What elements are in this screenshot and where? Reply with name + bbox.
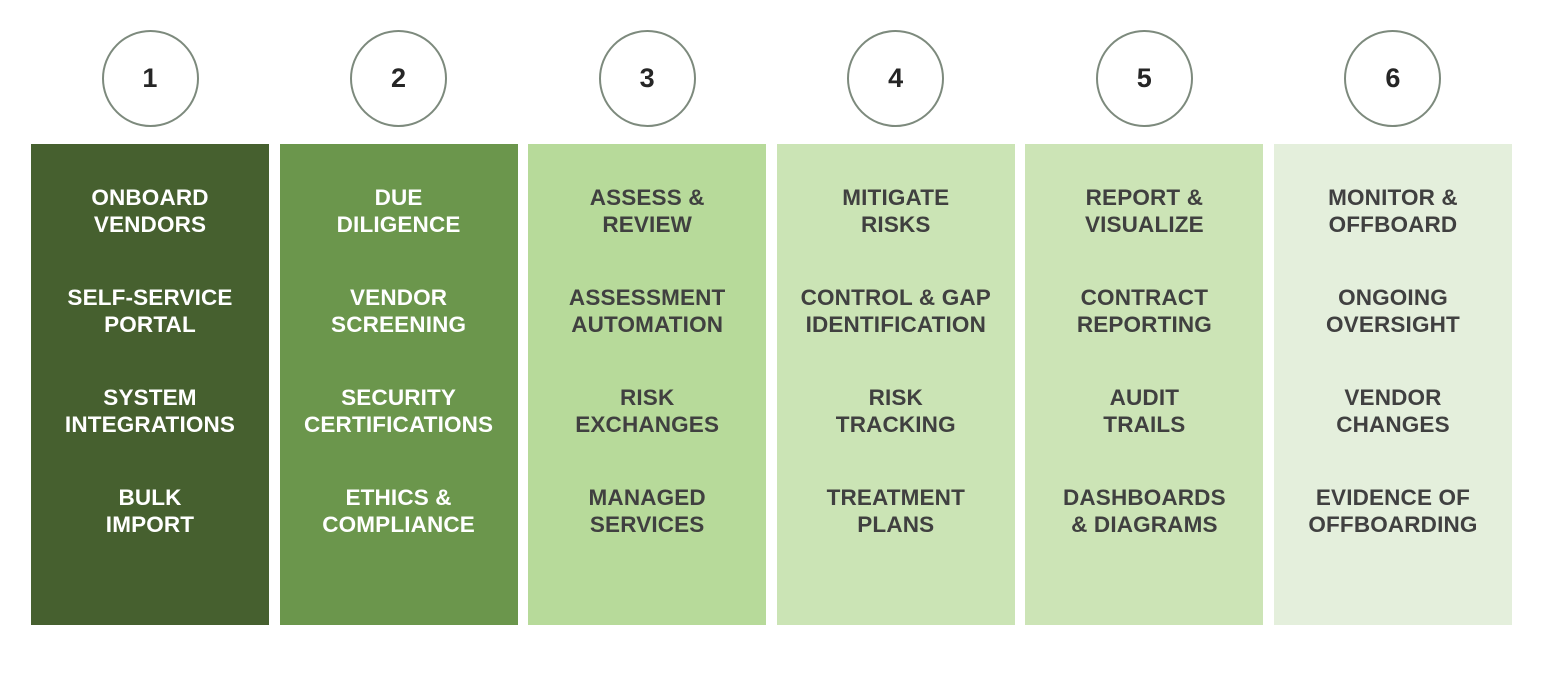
stage-item-4-3: TREATMENT PLANS bbox=[826, 484, 965, 538]
stage-column-6[interactable]: 6 MONITOR & OFFBOARD ONGOING OVERSIGHT V… bbox=[1273, 0, 1512, 625]
stage-item-6-1: ONGOING OVERSIGHT bbox=[1326, 284, 1460, 338]
step-circle-1[interactable]: 1 bbox=[101, 30, 199, 127]
stage-item-3-1: ASSESSMENT AUTOMATION bbox=[568, 284, 726, 338]
step-number-6: 6 bbox=[1385, 63, 1401, 93]
stage-card-3[interactable]: ASSESS & REVIEW ASSESSMENT AUTOMATION RI… bbox=[528, 144, 767, 625]
step-circle-3[interactable]: 3 bbox=[598, 30, 696, 127]
stage-column-4[interactable]: 4 MITIGATE RISKS CONTROL & GAP IDENTIFIC… bbox=[776, 0, 1015, 625]
step-number-2: 2 bbox=[390, 63, 407, 93]
stage-item-3-2: RISK EXCHANGES bbox=[575, 384, 720, 438]
stage-item-5-3: DASHBOARDS & DIAGRAMS bbox=[1062, 484, 1226, 538]
stage-card-4[interactable]: MITIGATE RISKS CONTROL & GAP IDENTIFICAT… bbox=[776, 144, 1015, 625]
step-circle-2[interactable]: 2 bbox=[350, 30, 448, 127]
step-number-4: 4 bbox=[888, 63, 904, 93]
stage-card-1[interactable]: ONBOARD VENDORS SELF-SERVICE PORTAL SYST… bbox=[31, 144, 269, 625]
stage-item-6-3: EVIDENCE OF OFFBOARDING bbox=[1308, 484, 1478, 538]
stage-title-3: ASSESS & REVIEW bbox=[589, 185, 705, 238]
stage-title-6: MONITOR & OFFBOARD bbox=[1328, 185, 1458, 238]
stage-card-2[interactable]: DUE DILIGENCE VENDOR SCREENING SECURITY … bbox=[279, 144, 518, 625]
step-circle-4[interactable]: 4 bbox=[847, 30, 945, 127]
stage-card-6[interactable]: MONITOR & OFFBOARD ONGOING OVERSIGHT VEN… bbox=[1273, 144, 1512, 625]
step-circle-6[interactable]: 6 bbox=[1344, 30, 1442, 127]
stage-item-1-2: SYSTEM INTEGRATIONS bbox=[64, 384, 236, 438]
stage-title-4: MITIGATE RISKS bbox=[842, 185, 950, 238]
stage-item-3-3: MANAGED SERVICES bbox=[588, 484, 706, 538]
stage-card-5[interactable]: REPORT & VISUALIZE CONTRACT REPORTING AU… bbox=[1025, 144, 1264, 625]
stage-title-5: REPORT & VISUALIZE bbox=[1084, 185, 1204, 238]
stage-item-5-2: AUDIT TRAILS bbox=[1103, 384, 1186, 438]
step-number-5: 5 bbox=[1136, 63, 1152, 93]
stage-item-2-3: ETHICS & COMPLIANCE bbox=[322, 484, 475, 538]
step-circle-5[interactable]: 5 bbox=[1095, 30, 1193, 127]
stage-column-3[interactable]: 3 ASSESS & REVIEW ASSESSMENT AUTOMATION … bbox=[528, 0, 767, 625]
stage-item-2-2: SECURITY CERTIFICATIONS bbox=[304, 384, 494, 438]
stage-item-4-2: RISK TRACKING bbox=[835, 384, 956, 438]
stage-column-1[interactable]: 1 ONBOARD VENDORS SELF-SERVICE PORTAL SY… bbox=[31, 0, 269, 625]
step-number-3: 3 bbox=[639, 63, 655, 93]
stage-item-1-1: SELF-SERVICE PORTAL bbox=[67, 284, 233, 338]
step-number-1: 1 bbox=[142, 63, 158, 93]
stage-item-5-1: CONTRACT REPORTING bbox=[1076, 284, 1212, 338]
stage-column-2[interactable]: 2 DUE DILIGENCE VENDOR SCREENING SECURIT… bbox=[279, 0, 518, 625]
stage-column-5[interactable]: 5 REPORT & VISUALIZE CONTRACT REPORTING … bbox=[1025, 0, 1264, 625]
stage-item-1-3: BULK IMPORT bbox=[105, 484, 195, 538]
stage-columns: 1 ONBOARD VENDORS SELF-SERVICE PORTAL SY… bbox=[31, 0, 1512, 678]
stage-item-4-1: CONTROL & GAP IDENTIFICATION bbox=[800, 284, 991, 338]
stage-title-1: ONBOARD VENDORS bbox=[91, 185, 209, 238]
stage-title-2: DUE DILIGENCE bbox=[336, 185, 461, 238]
stage-item-6-2: VENDOR CHANGES bbox=[1336, 384, 1450, 438]
stage-item-2-1: VENDOR SCREENING bbox=[331, 284, 467, 338]
